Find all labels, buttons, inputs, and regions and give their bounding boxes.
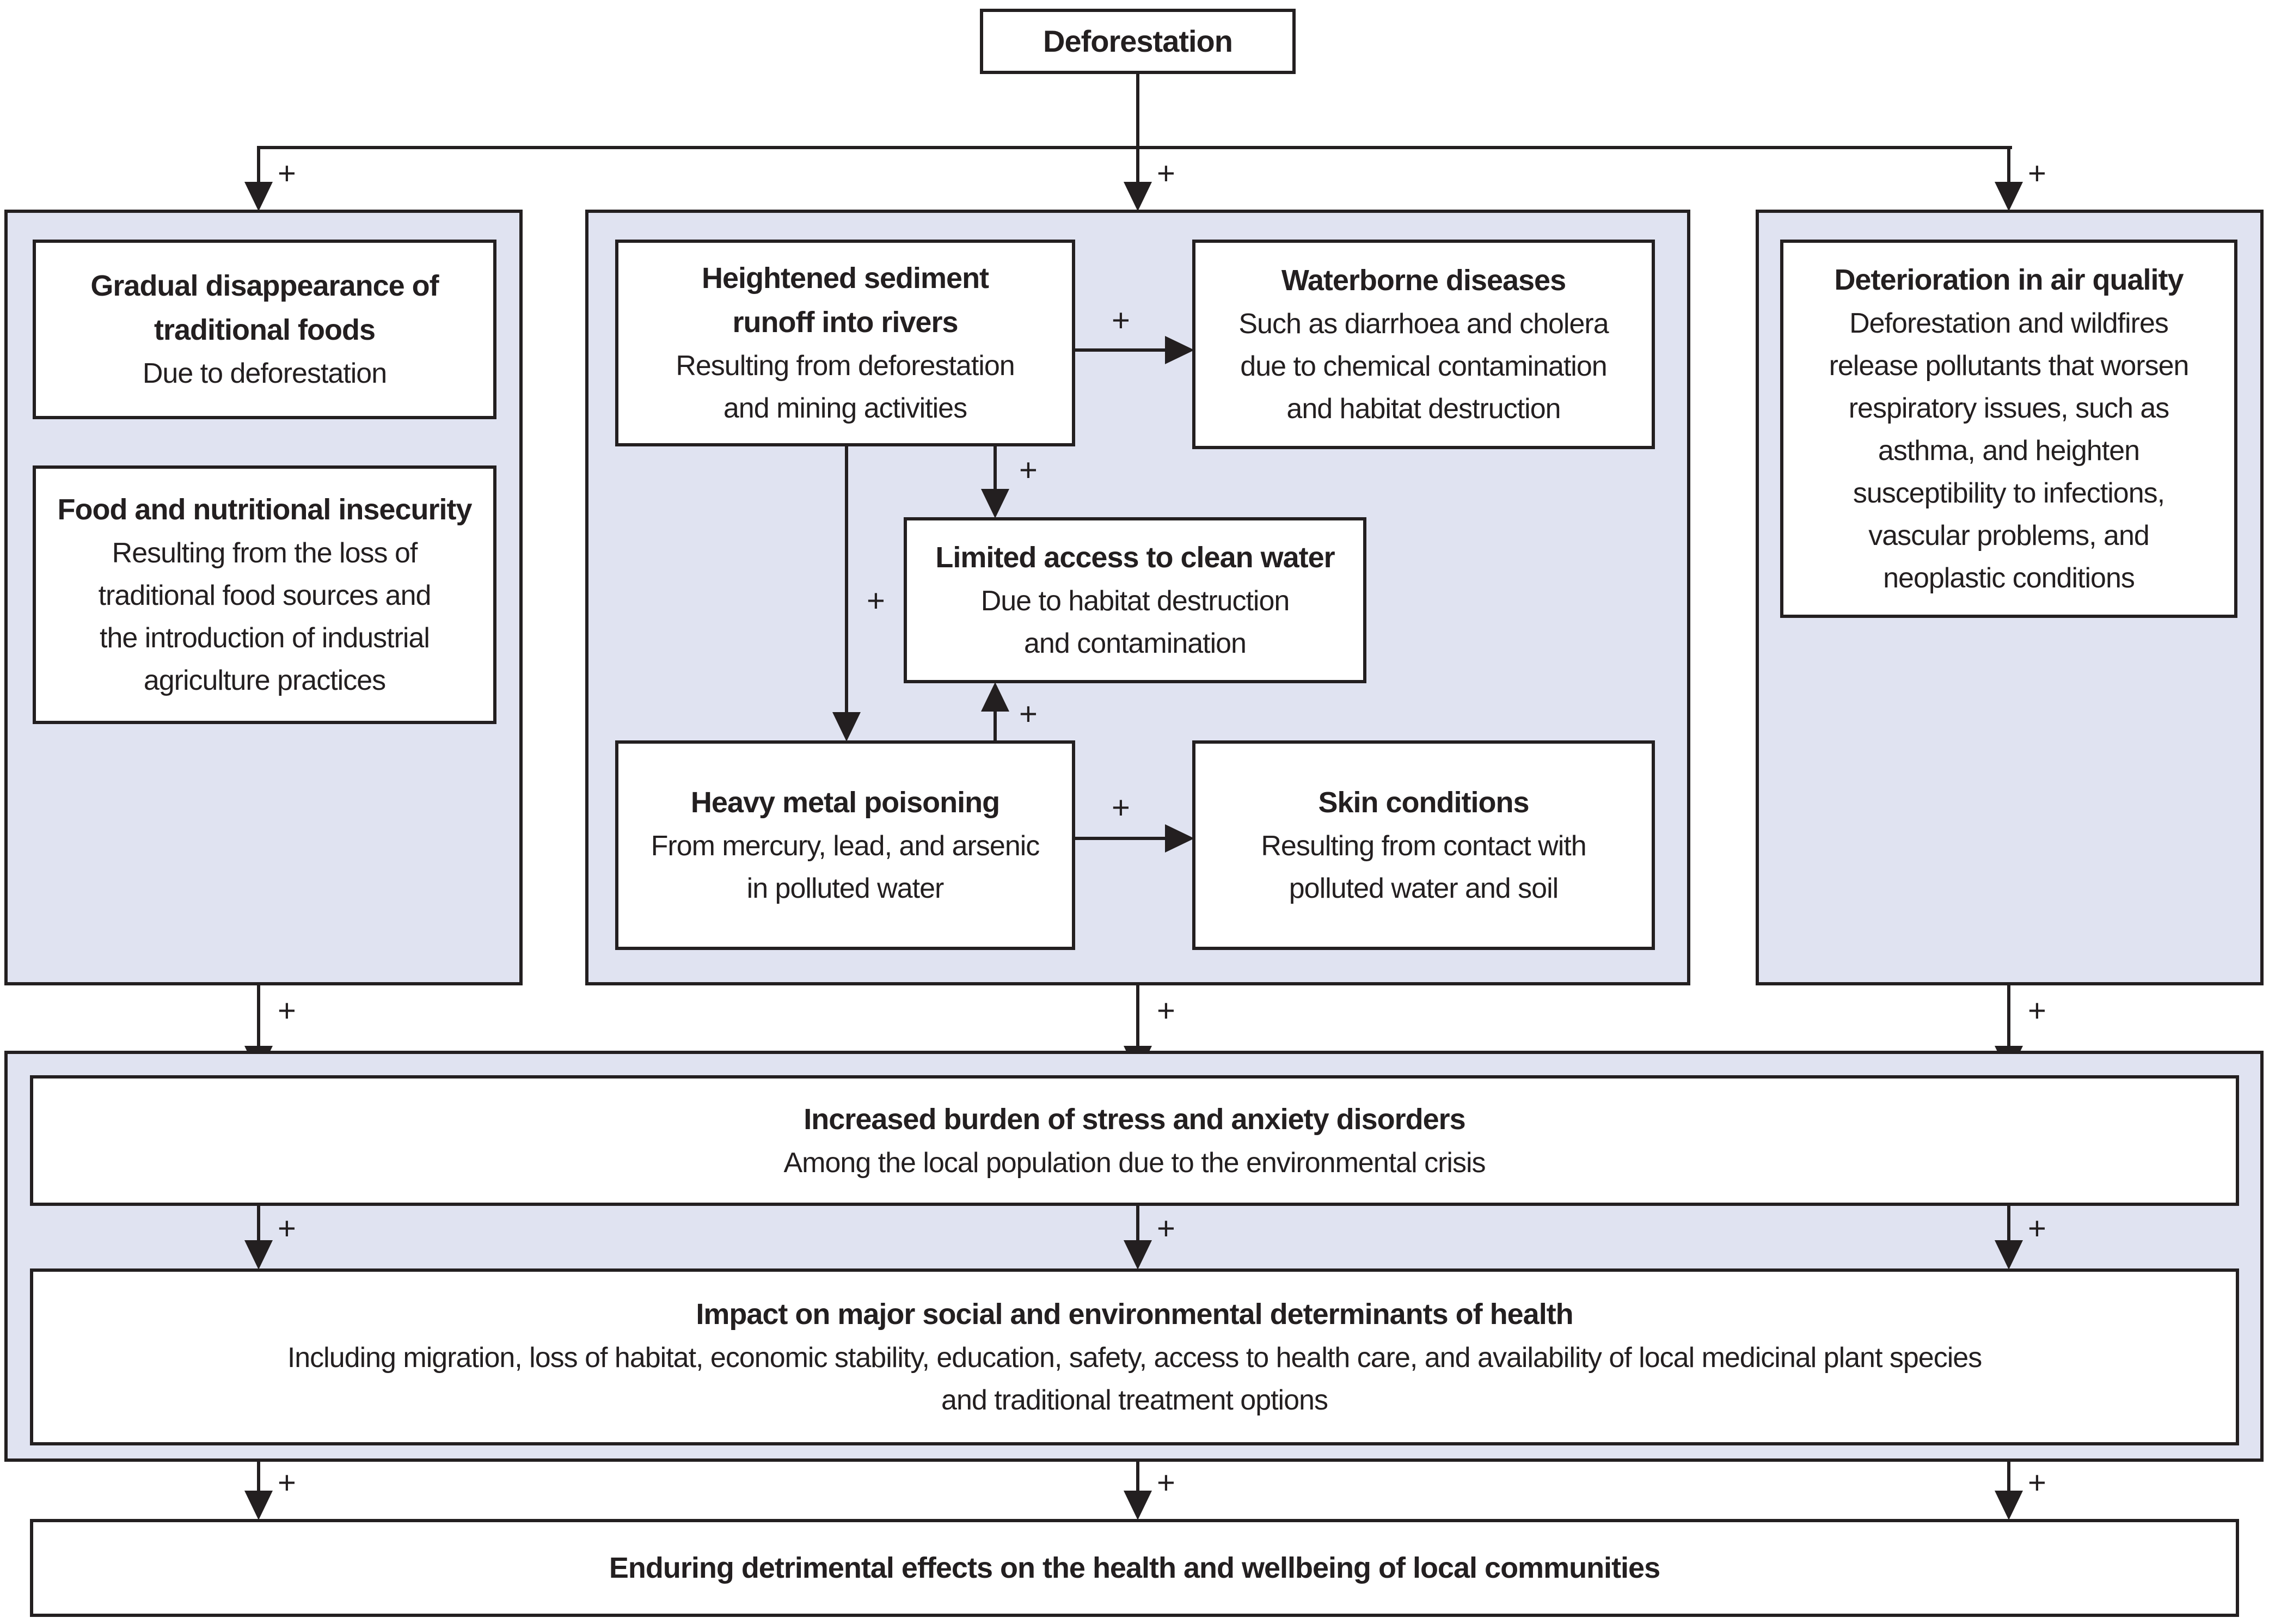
plus-label: + (1157, 156, 1175, 191)
connector-air-stress (2007, 985, 2010, 1047)
node-traditional-foods: Gradual disappearance of traditional foo… (33, 240, 496, 419)
node-body: Including migration, loss of habitat, ec… (287, 1342, 1982, 1416)
arrowhead-water-panel (1124, 182, 1152, 211)
connector-food-stress (257, 985, 260, 1047)
plus-label: + (2028, 1211, 2046, 1246)
arrowhead-cleanwater-bottom (981, 682, 1009, 712)
node-title: Deforestation (1043, 24, 1233, 58)
plus-label: + (1019, 696, 1038, 732)
plus-label: + (278, 1211, 296, 1246)
plus-label: + (1019, 452, 1038, 488)
node-skin-conditions: Skin conditions Resulting from contact w… (1192, 740, 1655, 950)
node-title: Increased burden of stress and anxiety d… (804, 1102, 1465, 1136)
connector-heavymetal-cleanwater (994, 710, 997, 740)
arrowhead-impact-right (1995, 1240, 2023, 1270)
arrowhead-skin (1165, 824, 1194, 853)
connector-sediment-cleanwater (994, 446, 997, 491)
connector-root-stem (1136, 74, 1139, 183)
arrowhead-cleanwater-top (981, 489, 1009, 518)
plus-label: + (1157, 993, 1175, 1028)
node-body: Such as diarrhoea and cholera due to che… (1238, 308, 1609, 425)
connector-to-food-panel (257, 146, 260, 183)
arrowhead-impact-middle (1124, 1240, 1152, 1270)
node-food-insecurity: Food and nutritional insecurity Resultin… (33, 465, 496, 724)
connector-impact-enduring-right (2007, 1462, 2010, 1493)
connector-impact-enduring-left (257, 1462, 260, 1493)
connector-stress-impact-middle (1136, 1206, 1139, 1243)
connector-sediment-waterborne (1072, 348, 1167, 352)
plus-label: + (278, 1465, 296, 1500)
arrowhead-heavymetal (832, 712, 861, 741)
connector-stress-impact-right (2007, 1206, 2010, 1243)
node-body: Deforestation and wildfires release poll… (1829, 308, 2190, 594)
node-body: Among the local population due to the en… (783, 1147, 1486, 1179)
node-body: Resulting from deforestation and mining … (676, 350, 1015, 424)
node-stress-anxiety: Increased burden of stress and anxiety d… (30, 1075, 2239, 1206)
connector-water-stress (1136, 985, 1139, 1047)
node-body: Due to deforestation (142, 358, 387, 389)
node-heavy-metal: Heavy metal poisoning From mercury, lead… (615, 740, 1075, 950)
node-body: From mercury, lead, and arsenic in pollu… (651, 830, 1040, 904)
plus-label: + (1157, 1465, 1175, 1500)
connector-to-air-panel (2007, 146, 2010, 183)
connector-impact-enduring-middle (1136, 1462, 1139, 1493)
plus-label: + (278, 993, 296, 1028)
arrowhead-enduring-right (1995, 1491, 2023, 1520)
node-air-quality: Deterioration in air quality Deforestati… (1780, 240, 2237, 618)
node-waterborne-diseases: Waterborne diseases Such as diarrhoea an… (1192, 240, 1655, 449)
plus-label: + (2028, 993, 2046, 1028)
plus-label: + (2028, 156, 2046, 191)
node-title: Food and nutritional insecurity (57, 493, 472, 526)
plus-label: + (2028, 1465, 2046, 1500)
plus-label: + (1157, 1211, 1175, 1246)
node-title: Impact on major social and environmental… (696, 1298, 1573, 1331)
connector-stress-impact-left (257, 1206, 260, 1243)
node-sediment-runoff: Heightened sediment runoff into rivers R… (615, 240, 1075, 446)
arrowhead-enduring-left (244, 1491, 273, 1520)
node-title: Waterborne diseases (1281, 264, 1566, 297)
node-title: Enduring detrimental effects on the heal… (609, 1551, 1660, 1584)
node-body: Resulting from the loss of traditional f… (98, 537, 432, 696)
node-body: Due to habitat destruction and contamina… (980, 585, 1290, 659)
connector-sediment-heavymetal (845, 446, 848, 713)
node-title: Heightened sediment runoff into rivers (701, 262, 989, 339)
node-title: Skin conditions (1318, 786, 1529, 819)
arrowhead-food-panel (244, 182, 273, 211)
arrowhead-air-panel (1995, 182, 2023, 211)
plus-label: + (278, 156, 296, 191)
node-title: Heavy metal poisoning (690, 786, 1000, 819)
node-clean-water: Limited access to clean water Due to hab… (904, 517, 1366, 683)
node-enduring-effects: Enduring detrimental effects on the heal… (30, 1519, 2239, 1617)
connector-branch-bar (257, 146, 2012, 149)
connector-heavymetal-skin (1072, 837, 1167, 840)
arrowhead-enduring-middle (1124, 1491, 1152, 1520)
node-title: Deterioration in air quality (1834, 263, 2184, 296)
plus-label: + (867, 583, 885, 618)
node-title: Limited access to clean water (935, 541, 1335, 574)
plus-label: + (1112, 303, 1130, 338)
node-title: Gradual disappearance of traditional foo… (90, 269, 439, 346)
node-deforestation: Deforestation (980, 9, 1296, 74)
arrowhead-impact-left (244, 1240, 273, 1270)
arrowhead-waterborne (1165, 336, 1194, 364)
node-social-determinants: Impact on major social and environmental… (30, 1268, 2239, 1445)
node-body: Resulting from contact with polluted wat… (1261, 830, 1586, 904)
plus-label: + (1112, 790, 1130, 825)
